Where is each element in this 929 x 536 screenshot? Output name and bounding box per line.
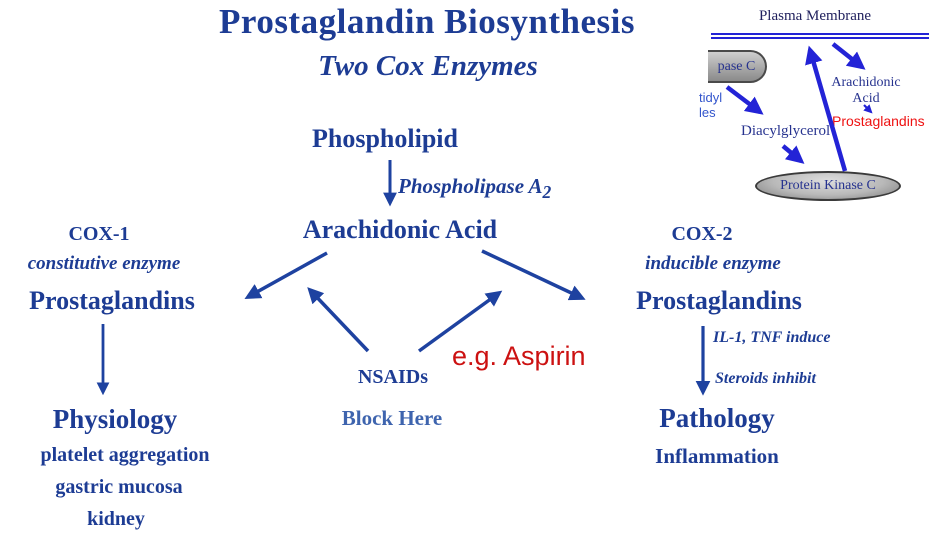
effect-gastric-mucosa: gastric mucosa xyxy=(55,476,183,498)
page-subtitle: Two Cox Enzymes xyxy=(318,50,538,82)
node-pathology: Pathology xyxy=(659,403,775,433)
fragment-inositides: les xyxy=(699,105,716,120)
label-eg-aspirin: e.g. Aspirin xyxy=(452,341,586,371)
enzyme-subscript: 2 xyxy=(542,182,552,203)
label-cox2: COX-2 xyxy=(671,223,733,245)
label-prostaglandins-inset: Prostaglandins xyxy=(832,113,925,129)
note-il1-tnf-induce: IL-1, TNF induce xyxy=(713,329,831,346)
protein-kinase-c-ellipse: Protein Kinase C xyxy=(755,171,901,201)
page-title: Prostaglandin Biosynthesis xyxy=(219,2,635,41)
phospholipase-c-label: pase C xyxy=(717,58,756,74)
effect-kidney: kidney xyxy=(87,508,145,530)
label-diacylglycerol: Diacylglycerol xyxy=(741,123,831,139)
protein-kinase-c-label: Protein Kinase C xyxy=(780,178,876,193)
phospholipase-c-pill: pase C xyxy=(708,50,767,83)
label-phospholipase-a2: Phospholipase A2 xyxy=(398,174,551,203)
arrow-nsaids-block-left xyxy=(307,287,370,353)
node-physiology: Physiology xyxy=(52,404,178,434)
node-phospholipid: Phospholipid xyxy=(312,124,458,153)
fragment-phosphatidyl: tidyl xyxy=(699,90,723,105)
arrow-arachidonic-to-cox1-prostaglandins xyxy=(244,251,328,299)
label-plasma-membrane: Plasma Membrane xyxy=(758,8,872,24)
label-cox2-type: inducible enzyme xyxy=(645,253,781,274)
label-arachidonic-acid-inset: Arachidonic Acid xyxy=(831,75,901,106)
label-block-here: Block Here xyxy=(341,406,443,430)
membrane-line-top xyxy=(711,33,929,35)
enzyme-name: Phospholipase A xyxy=(398,174,543,198)
label-cox1: COX-1 xyxy=(68,223,130,245)
effect-platelet-aggregation: platelet aggregation xyxy=(40,444,210,466)
note-steroids-inhibit: Steroids inhibit xyxy=(715,370,816,387)
membrane-line-bottom xyxy=(711,37,929,39)
label-cox1-type: constitutive enzyme xyxy=(27,253,181,274)
arrow-arachidonic-to-cox2-prostaglandins xyxy=(481,249,586,301)
pkc-inset-figure: Plasma Membrane pase C tidyl les Diacylg… xyxy=(694,0,929,210)
node-arachidonic-acid: Arachidonic Acid xyxy=(302,215,498,244)
node-prostaglandins-cox2: Prostaglandins xyxy=(636,286,802,315)
effect-inflammation: Inflammation xyxy=(655,444,779,468)
label-nsaids: NSAIDs xyxy=(357,366,429,388)
node-prostaglandins-cox1: Prostaglandins xyxy=(29,286,195,315)
